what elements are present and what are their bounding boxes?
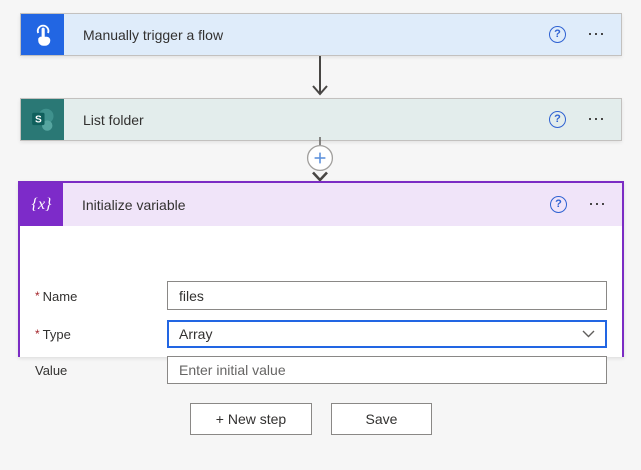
type-dropdown[interactable]: Array: [167, 320, 607, 348]
type-field-label: * Type: [35, 326, 71, 342]
name-input[interactable]: [167, 281, 607, 310]
action-card-list-folder[interactable]: S List folder ? ⋯: [20, 98, 622, 141]
insert-step-plus-button[interactable]: [306, 145, 334, 173]
svg-text:S: S: [35, 114, 42, 125]
value-field-label: Value: [35, 362, 68, 378]
connector-arrow: [312, 56, 328, 96]
required-marker: *: [35, 327, 40, 341]
name-field-label: * Name: [35, 288, 78, 304]
type-dropdown-value: Array: [179, 326, 213, 342]
help-icon[interactable]: ?: [549, 111, 566, 128]
menu-ellipsis-icon[interactable]: ⋯: [587, 24, 606, 44]
touch-icon: [21, 14, 64, 55]
save-button[interactable]: Save: [331, 403, 432, 435]
card-title: Manually trigger a flow: [83, 26, 224, 43]
card-title: List folder: [83, 111, 144, 128]
sharepoint-icon: S: [21, 99, 64, 140]
required-marker: *: [35, 289, 40, 303]
action-card-initialize-variable: {x} Initialize variable ? ⋯ * Name * Typ…: [18, 181, 624, 384]
card-title: Initialize variable: [82, 196, 186, 213]
menu-ellipsis-icon[interactable]: ⋯: [587, 109, 606, 129]
variable-braces-icon: {x}: [20, 183, 63, 226]
new-step-button[interactable]: + New step: [190, 403, 312, 435]
trigger-card-manually-trigger-a-flow[interactable]: Manually trigger a flow ? ⋯: [20, 13, 622, 56]
help-icon[interactable]: ?: [549, 26, 566, 43]
help-icon[interactable]: ?: [550, 196, 567, 213]
chevron-down-icon: [582, 330, 595, 338]
value-input[interactable]: [167, 356, 607, 384]
initialize-variable-form: * Name * Type Array Value: [20, 226, 622, 384]
initialize-variable-header[interactable]: {x} Initialize variable ? ⋯: [20, 183, 622, 226]
menu-ellipsis-icon[interactable]: ⋯: [588, 194, 607, 214]
